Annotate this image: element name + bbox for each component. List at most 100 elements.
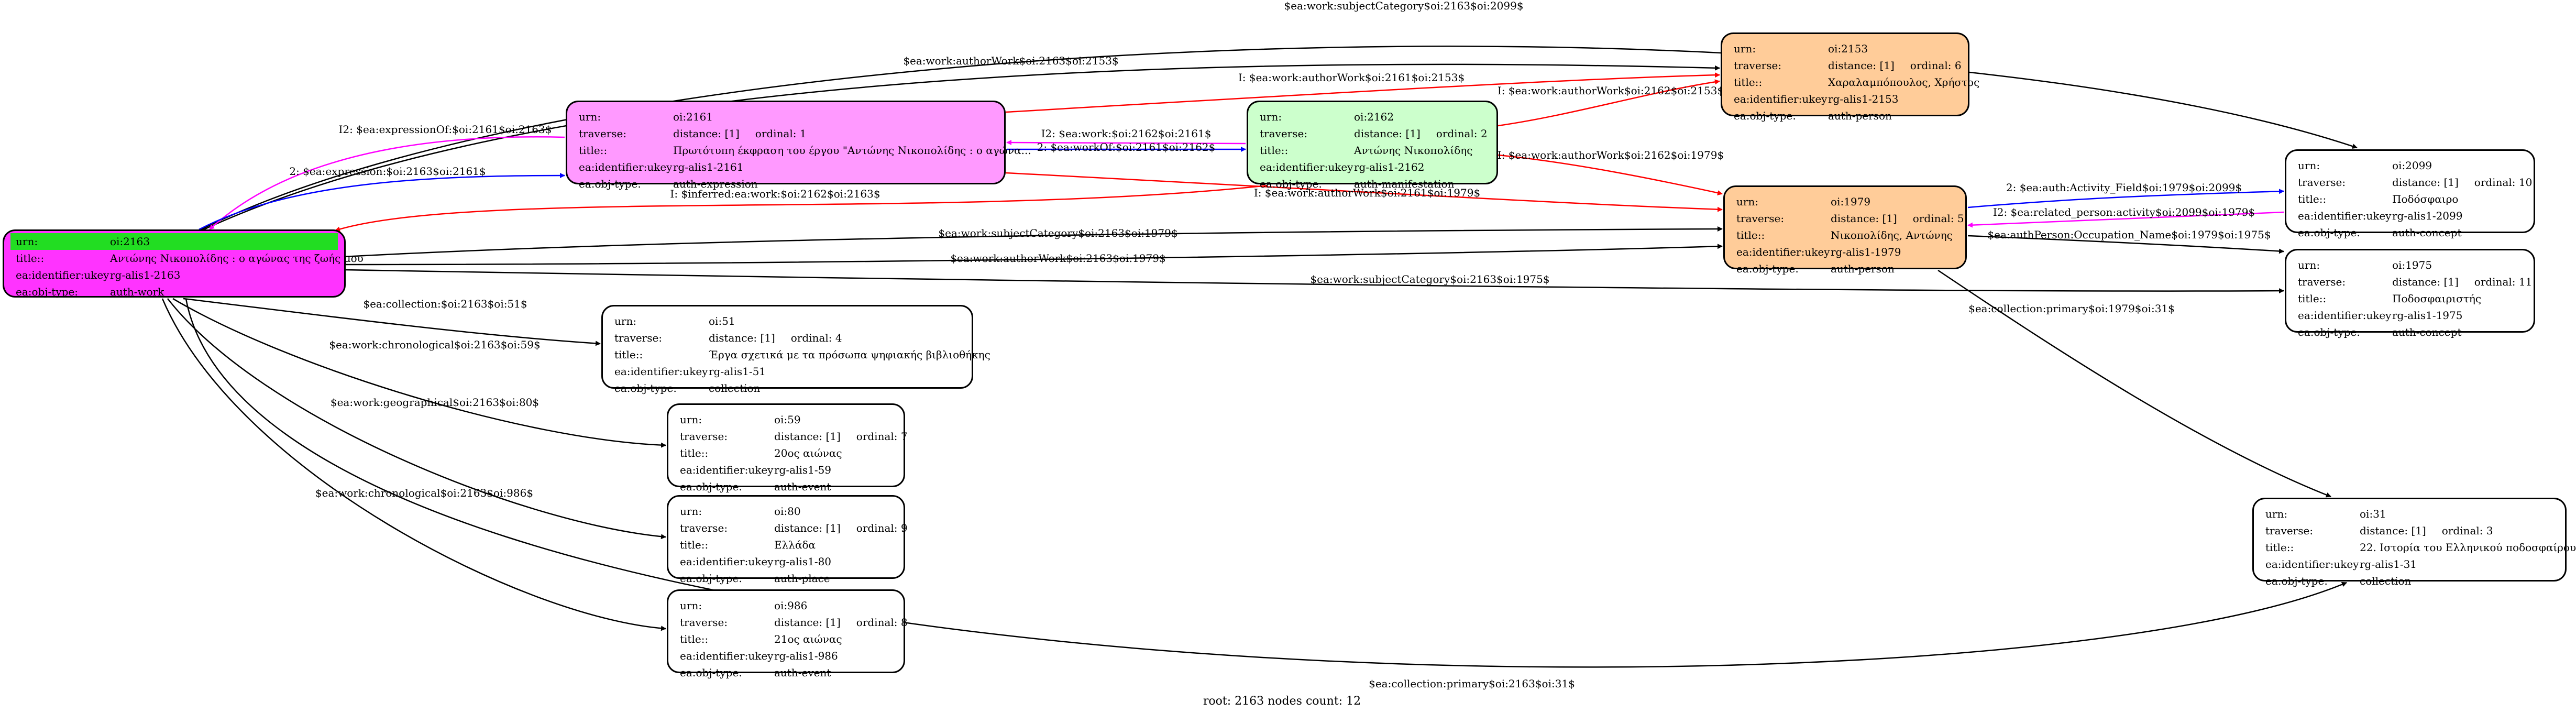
node-field-value: oi:2099 bbox=[2392, 159, 2432, 172]
node-field-value: distance: [1]ordinal: 10 bbox=[2392, 176, 2533, 189]
node-field-key: urn: bbox=[2265, 508, 2288, 520]
node-field-key: title:: bbox=[16, 252, 45, 265]
node-field-key: ea:obj-type: bbox=[680, 480, 743, 493]
edge-label: 2: $ea:auth:Activity_Field$oi:1979$oi:20… bbox=[2006, 181, 2242, 194]
graph-node-oi-2161[interactable]: urn: oi:2161 traverse:distance: [1]ordinal… bbox=[566, 101, 1031, 190]
node-field-value: oi:2161 bbox=[673, 111, 713, 123]
edge-line bbox=[1937, 269, 2331, 498]
node-field-value: distance: [1]ordinal: 5 bbox=[1831, 212, 1964, 225]
node-field-value: rg-alis1-2163 bbox=[110, 269, 181, 281]
node-field-key: ea:identifier:ukey bbox=[680, 650, 774, 662]
node-field-key: urn: bbox=[579, 111, 601, 123]
node-field-value: 20ος αιώνας bbox=[774, 447, 842, 459]
edge-line bbox=[1967, 189, 2284, 209]
node-field-row: traverse:distance: [1]ordinal: 5 bbox=[1736, 210, 1964, 227]
node-field-key: urn: bbox=[614, 315, 637, 327]
node-field-key: urn: bbox=[1736, 195, 1759, 208]
node-field-key: ea:obj-type: bbox=[1260, 178, 1323, 190]
node-field-value: distance: [1]ordinal: 3 bbox=[2360, 524, 2493, 537]
node-field-key: ea:obj-type: bbox=[680, 666, 743, 679]
edge-label: I2: $ea:work:$oi:2162$oi:2161$ bbox=[1041, 127, 1212, 140]
node-field-value: distance: [1]ordinal: 2 bbox=[1354, 127, 1488, 140]
node-field-key: title:: bbox=[2298, 193, 2327, 205]
node-field-value: Χαραλαμπόπουλος, Χρήστος bbox=[1828, 76, 1980, 89]
graph-footer: root: 2163 nodes count: 12 bbox=[1203, 695, 1361, 708]
node-field-value: distance: [1]ordinal: 4 bbox=[709, 332, 842, 344]
node-field-row: title::20ος αιώνας bbox=[680, 445, 892, 462]
graph-node-oi-1979[interactable]: urn: oi:1979 traverse:distance: [1]ordinal… bbox=[1723, 185, 1967, 275]
node-field-value: Αντώνης Νικοπολίδης bbox=[1354, 144, 1473, 157]
node-field-value: oi:986 bbox=[774, 599, 808, 612]
node-field-key: title:: bbox=[680, 447, 709, 459]
edge-line bbox=[199, 46, 2358, 232]
node-field-row: title::Ποδοσφαιριστής bbox=[2298, 290, 2522, 307]
node-field-value: auth-concept bbox=[2392, 226, 2462, 239]
node-field-key: traverse: bbox=[1260, 127, 1308, 140]
node-field-key: ea:obj-type: bbox=[614, 382, 677, 394]
edge-label: $ea:work:chronological$oi:2163$oi:59$ bbox=[329, 338, 540, 351]
node-field-key: title:: bbox=[680, 633, 709, 645]
node-field-row: ea:obj-type:auth-manifestation bbox=[1260, 175, 1485, 192]
node-field-key: ea:identifier:ukey bbox=[579, 161, 673, 173]
node-field-key: title:: bbox=[2265, 541, 2294, 554]
node-field-key: ea:obj-type: bbox=[1736, 262, 1799, 275]
node-field-key: ea:obj-type: bbox=[680, 572, 743, 585]
node-field-row: ea:obj-type:auth-person bbox=[1734, 107, 1956, 124]
node-field-value: rg-alis1-51 bbox=[709, 365, 766, 378]
node-field-value: oi:2162 bbox=[1354, 111, 1394, 123]
edge-line bbox=[344, 226, 1723, 258]
node-field-row: ea:obj-type: auth-place bbox=[680, 570, 892, 587]
node-field-key: traverse: bbox=[2298, 176, 2346, 189]
edge-label: I: $ea:work:authorWork$oi:2161$oi:2153$ bbox=[1238, 71, 1465, 84]
node-field-value: oi:2153 bbox=[1828, 42, 1868, 55]
node-field-key: traverse: bbox=[680, 430, 728, 443]
node-field-value: rg-alis1-2153 bbox=[1828, 93, 1899, 105]
node-field-row: traverse:distance: [1]ordinal: 1 bbox=[579, 125, 993, 142]
edge-label: $ea:work:subjectCategory$oi:2163$oi:2099… bbox=[1284, 0, 1523, 12]
node-field-value: Ποδοσφαιριστής bbox=[2392, 292, 2482, 305]
node-field-row: ea:obj-type:collection bbox=[2265, 573, 2553, 589]
node-field-row: ea:obj-type:auth-expression bbox=[579, 175, 993, 192]
node-field-value: collection bbox=[709, 382, 761, 394]
edge-label: I2: $ea:related_person:activity$oi:2099$… bbox=[1993, 206, 2255, 218]
node-field-row: urn:oi:31 bbox=[2260, 506, 2559, 522]
node-field-value: distance: [1]ordinal: 8 bbox=[774, 616, 908, 629]
node-field-row: urn: oi:1979 bbox=[1731, 193, 1959, 210]
node-field-value: auth-place bbox=[774, 572, 830, 585]
node-field-key: ea:identifier:ukey bbox=[16, 269, 109, 281]
node-field-row: traverse:distance: [1]ordinal: 4 bbox=[614, 330, 960, 346]
edge-line bbox=[183, 298, 601, 346]
node-field-row: traverse: distance: [1]ordinal: 10 bbox=[2298, 174, 2532, 191]
node-field-value: Ποδόσφαιρο bbox=[2392, 193, 2459, 205]
edge-label: I2: $ea:expressionOf:$oi:2161$oi:2163$ bbox=[339, 123, 552, 136]
node-field-row: title::Αντώνης Νικοπολίδης : ο αγώνας τη… bbox=[16, 250, 364, 267]
node-field-value: oi:51 bbox=[709, 315, 735, 327]
node-field-key: traverse: bbox=[2298, 276, 2346, 288]
node-field-row: urn:oi:986 bbox=[675, 597, 897, 614]
edge-label: $ea:collection:primary$oi:1979$oi:31$ bbox=[1968, 302, 2175, 315]
node-field-row: ea:obj-type:auth-work bbox=[16, 283, 333, 300]
edge-line bbox=[201, 63, 1720, 232]
edge-label: $ea:collection:$oi:2163$oi:51$ bbox=[363, 298, 527, 310]
node-field-key: title:: bbox=[680, 539, 709, 551]
node-field-row: ea:obj-type:auth-event bbox=[680, 664, 892, 681]
node-field-key: title:: bbox=[1734, 76, 1763, 89]
node-field-key: title:: bbox=[579, 144, 608, 157]
edge-label: $ea:work:authorWork$oi:2163$oi:1979$ bbox=[950, 252, 1165, 265]
node-field-row: urn:oi:2163 bbox=[10, 233, 338, 250]
node-field-value: 21ος αιώνας bbox=[774, 633, 842, 645]
graph-node-oi-51[interactable]: urn: oi:51 traverse:distance: [1]ordinal: … bbox=[601, 305, 990, 394]
node-field-value: oi:1979 bbox=[1831, 195, 1871, 208]
